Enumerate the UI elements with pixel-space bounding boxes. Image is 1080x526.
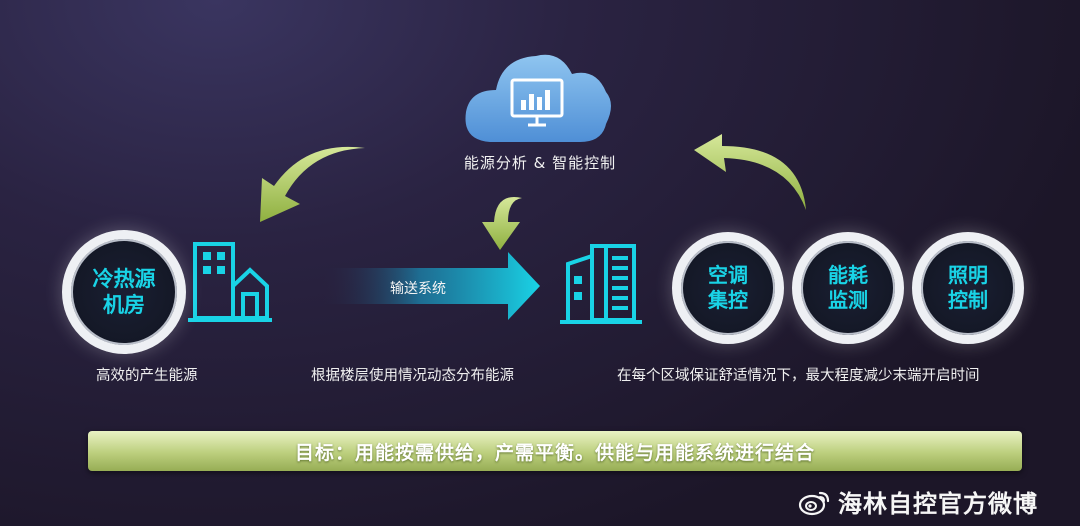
arrow-cloud-to-building-icon [482, 197, 522, 250]
transport-arrow-icon [322, 252, 540, 320]
plant-caption: 高效的产生能源 [96, 368, 198, 384]
terminals-caption: 在每个区域保证舒适情况下，最大程度减少末端开启时间 [617, 368, 980, 384]
plant-ring-line-1: 冷热源 [92, 266, 156, 291]
terminal-ring-line-1: 能耗 [828, 263, 868, 287]
terminal-ring-ac: 空调 集控 [672, 232, 784, 344]
watermark-text: 海林自控官方微博 [838, 490, 1038, 518]
arrow-cloud-to-plant-icon [260, 146, 365, 222]
goal-bar: 目标：用能按需供给，产需平衡。供能与用能系统进行结合 [88, 431, 1022, 471]
terminal-ring-line-2: 监测 [828, 288, 868, 312]
cloud-icon [465, 54, 611, 142]
weibo-logo-icon [798, 491, 830, 515]
terminal-ring-line-1: 空调 [708, 263, 748, 287]
plant-ring-line-2: 机房 [103, 293, 145, 317]
cloud-label: 能源分析 & 智能控制 [463, 154, 617, 172]
watermark: 海林自控官方微博 [798, 484, 1038, 519]
terminal-ring-energy: 能耗 监测 [792, 232, 904, 344]
plant-building-icon [188, 242, 272, 322]
plant-ring: 冷热源 机房 [62, 230, 186, 354]
transport-label: 输送系统 [390, 281, 446, 297]
office-building-icon [560, 244, 642, 324]
terminal-ring-line-1: 照明 [948, 263, 988, 287]
monitor-chart-icon [510, 78, 564, 127]
transport-caption: 根据楼层使用情况动态分布能源 [311, 368, 514, 384]
terminal-ring-line-2: 控制 [948, 288, 988, 312]
goal-text: 目标：用能按需供给，产需平衡。供能与用能系统进行结合 [294, 441, 815, 464]
terminal-ring-line-2: 集控 [708, 288, 748, 312]
arrow-terminals-to-cloud-icon [694, 134, 806, 210]
terminal-ring-lighting: 照明 控制 [912, 232, 1024, 344]
